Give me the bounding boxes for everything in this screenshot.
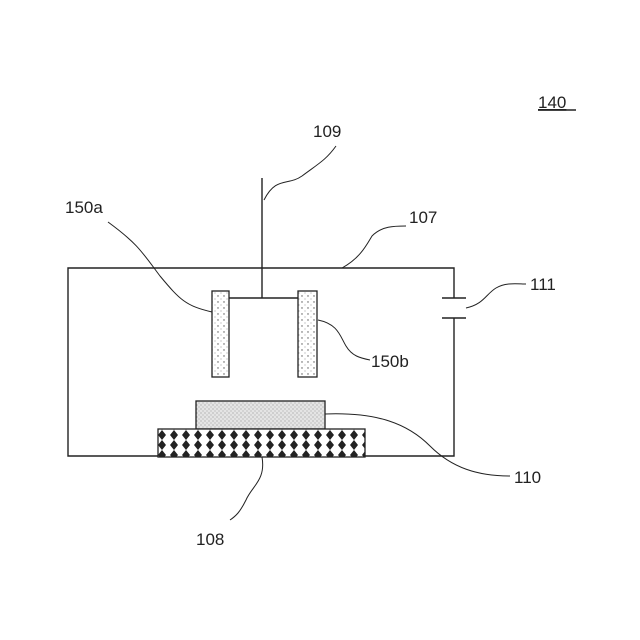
target-150b xyxy=(298,291,317,377)
label-150b: 150b xyxy=(371,352,409,371)
leader-150a xyxy=(108,222,212,312)
label-110: 110 xyxy=(514,468,541,487)
leader-111 xyxy=(466,284,526,308)
target-150a xyxy=(212,291,229,377)
figure-number-label: 140 xyxy=(538,93,566,112)
label-150a: 150a xyxy=(65,198,103,217)
leader-108 xyxy=(230,457,263,520)
substrate-110 xyxy=(196,401,325,429)
label-108: 108 xyxy=(196,530,224,549)
leader-150b xyxy=(318,320,370,360)
leader-109 xyxy=(264,146,336,200)
label-109: 109 xyxy=(313,122,341,141)
stage-108 xyxy=(158,429,365,457)
leader-107 xyxy=(342,226,406,268)
label-107: 107 xyxy=(409,208,437,227)
label-111: 111 xyxy=(530,275,556,294)
